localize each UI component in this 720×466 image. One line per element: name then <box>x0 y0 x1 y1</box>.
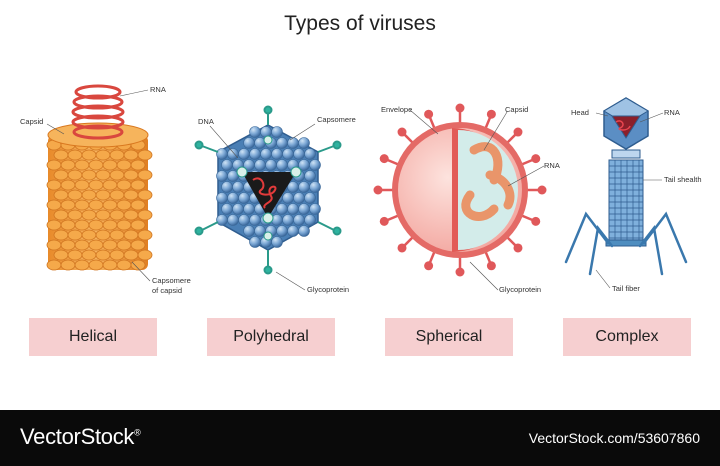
label-dna: DNA <box>198 117 214 126</box>
rna-segments <box>461 142 515 221</box>
phage-collar <box>611 149 641 159</box>
label-glycoprotein-spherical: Glycoprotein <box>499 285 541 294</box>
page-title: Types of viruses <box>284 12 436 35</box>
glycoprotein-spikes <box>194 105 342 275</box>
label-capsid-spherical: Capsid <box>505 105 528 114</box>
label-capsomere-helical-2: of capsid <box>152 286 182 295</box>
label-tail-sheath: Tail shealth <box>664 175 702 184</box>
type-label-helical: Helical <box>29 318 157 356</box>
spherical-virus <box>373 103 547 291</box>
label-glycoprotein-polyhedral: Glycoprotein <box>307 285 349 294</box>
label-rna-complex: RNA <box>664 108 680 117</box>
label-tail-fiber: Tail fiber <box>612 284 640 293</box>
polyhedral-virus <box>194 105 342 291</box>
label-capsomere: Capsomere <box>317 115 356 124</box>
virus-illustrations: Capsid RNA Capsomere of capsid <box>20 84 702 295</box>
dna-strand <box>252 177 277 209</box>
base-plate <box>605 239 647 247</box>
vertex-pentons <box>236 135 302 241</box>
label-rna-spherical: RNA <box>544 161 560 170</box>
type-label-polyhedral: Polyhedral <box>207 318 335 356</box>
rna-helix <box>71 84 125 140</box>
helical-virus <box>46 84 153 282</box>
image-url[interactable]: VectorStock.com/53607860 <box>528 430 700 446</box>
infographic: Types of viruses <box>20 12 702 356</box>
label-head: Head <box>571 108 589 117</box>
helical-top <box>47 122 149 148</box>
footer-bar: VectorStock® VectorStock.com/53607860 <box>0 410 720 466</box>
label-capsid-helical: Capsid <box>20 117 43 126</box>
glycoprotein-spikes <box>373 103 547 277</box>
label-capsomere-helical: Capsomere <box>152 276 191 285</box>
type-label-complex: Complex <box>563 318 691 356</box>
label-rna-helical: RNA <box>150 85 166 94</box>
type-label-spherical: Spherical <box>385 318 513 356</box>
complex-virus <box>564 97 688 289</box>
vectorstock-logo[interactable]: VectorStock® <box>20 424 141 450</box>
brand-name: VectorStock <box>20 424 135 449</box>
label-envelope: Envelope <box>381 105 412 114</box>
registered-mark: ® <box>134 427 141 438</box>
tail-fibers <box>564 211 688 276</box>
